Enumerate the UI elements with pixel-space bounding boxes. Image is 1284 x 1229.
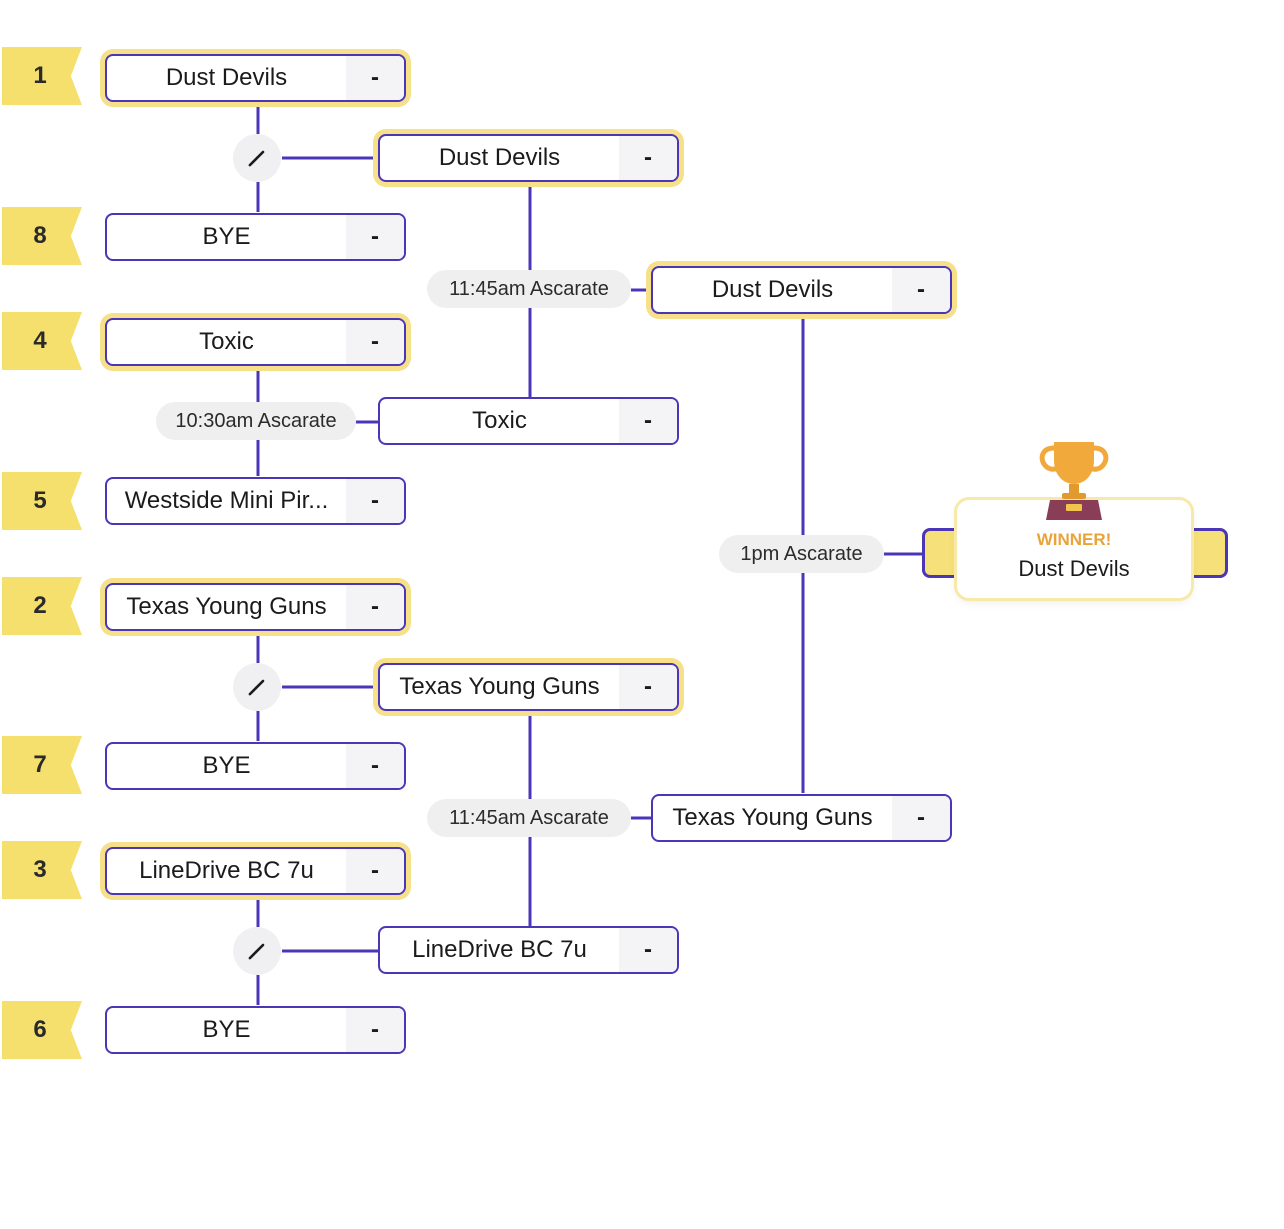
round2-team-slot[interactable]: Texas Young Guns - [378, 663, 679, 711]
team-name: Texas Young Guns [399, 673, 600, 700]
round2-team-slot[interactable]: Toxic - [378, 397, 679, 445]
edit-game-button[interactable] [233, 927, 281, 975]
seed-badge: 5 [2, 472, 82, 530]
score: - [619, 928, 677, 972]
pencil-icon [248, 679, 265, 696]
team-name: Dust Devils [438, 144, 561, 171]
score: - [346, 585, 404, 629]
round1-team-slot[interactable]: BYE - [105, 1006, 406, 1054]
team-name: BYE [202, 752, 251, 779]
game-time-pill[interactable]: 10:30am Ascarate [156, 402, 356, 440]
round1-team-slot[interactable]: Westside Mini Pir... - [105, 477, 406, 525]
winner-card-left-tab [922, 528, 962, 578]
seed-number: 8 [33, 222, 47, 249]
edit-game-button[interactable] [233, 134, 281, 182]
team-name: Westside Mini Pir... [124, 487, 329, 514]
seed-badge: 1 [2, 47, 82, 105]
score: - [619, 665, 677, 709]
seed-number: 3 [33, 856, 47, 883]
game-time-pill[interactable]: 11:45am Ascarate [427, 799, 631, 837]
team-name: BYE [202, 223, 251, 250]
score: - [346, 479, 404, 523]
team-name: Toxic [199, 328, 254, 355]
seed-badge: 7 [2, 736, 82, 794]
seed-number: 2 [33, 592, 47, 619]
score: - [892, 796, 950, 840]
score: - [346, 215, 404, 259]
round2-team-slot[interactable]: Dust Devils - [378, 134, 679, 182]
seed-number: 4 [33, 327, 47, 354]
seed-number: 1 [33, 62, 47, 89]
round1-team-slot[interactable]: Dust Devils - [105, 54, 406, 102]
round3-team-slot[interactable]: Dust Devils - [651, 266, 952, 314]
team-name: BYE [202, 1016, 251, 1043]
edit-game-button[interactable] [233, 663, 281, 711]
score: - [346, 56, 404, 100]
round3-team-slot[interactable]: Texas Young Guns - [651, 794, 952, 842]
seed-number: 6 [33, 1016, 47, 1043]
pencil-icon [248, 150, 265, 167]
score: - [346, 744, 404, 788]
seed-badge: 8 [2, 207, 82, 265]
winner-team-name: Dust Devils [1018, 556, 1130, 581]
round1-team-slot[interactable]: BYE - [105, 742, 406, 790]
score: - [346, 320, 404, 364]
trophy-icon [1039, 442, 1109, 520]
pencil-icon [248, 943, 265, 960]
team-name: Texas Young Guns [672, 804, 873, 831]
round1-team-slot[interactable]: Toxic - [105, 318, 406, 366]
seed-badge: 2 [2, 577, 82, 635]
seed-badge: 6 [2, 1001, 82, 1059]
game-time-pill[interactable]: 11:45am Ascarate [427, 270, 631, 308]
score: - [892, 268, 950, 312]
round1-team-slot[interactable]: Texas Young Guns - [105, 583, 406, 631]
team-name: Texas Young Guns [126, 593, 327, 620]
team-name: LineDrive BC 7u [412, 936, 587, 963]
team-name: Toxic [472, 407, 527, 434]
score: - [346, 849, 404, 893]
team-name: Dust Devils [165, 64, 288, 91]
seed-badge: 4 [2, 312, 82, 370]
game-time-pill[interactable]: 1pm Ascarate [719, 535, 884, 573]
score: - [619, 399, 677, 443]
team-name: Dust Devils [711, 276, 834, 303]
round1-team-slot[interactable]: BYE - [105, 213, 406, 261]
seed-number: 5 [33, 487, 47, 514]
seed-number: 7 [33, 751, 47, 778]
seed-badge: 3 [2, 841, 82, 899]
round2-team-slot[interactable]: LineDrive BC 7u - [378, 926, 679, 974]
score: - [619, 136, 677, 180]
winner-card-right-tab [1188, 528, 1228, 578]
team-name: LineDrive BC 7u [139, 857, 314, 884]
round1-team-slot[interactable]: LineDrive BC 7u - [105, 847, 406, 895]
winner-label: WINNER! [1036, 530, 1112, 549]
score: - [346, 1008, 404, 1052]
